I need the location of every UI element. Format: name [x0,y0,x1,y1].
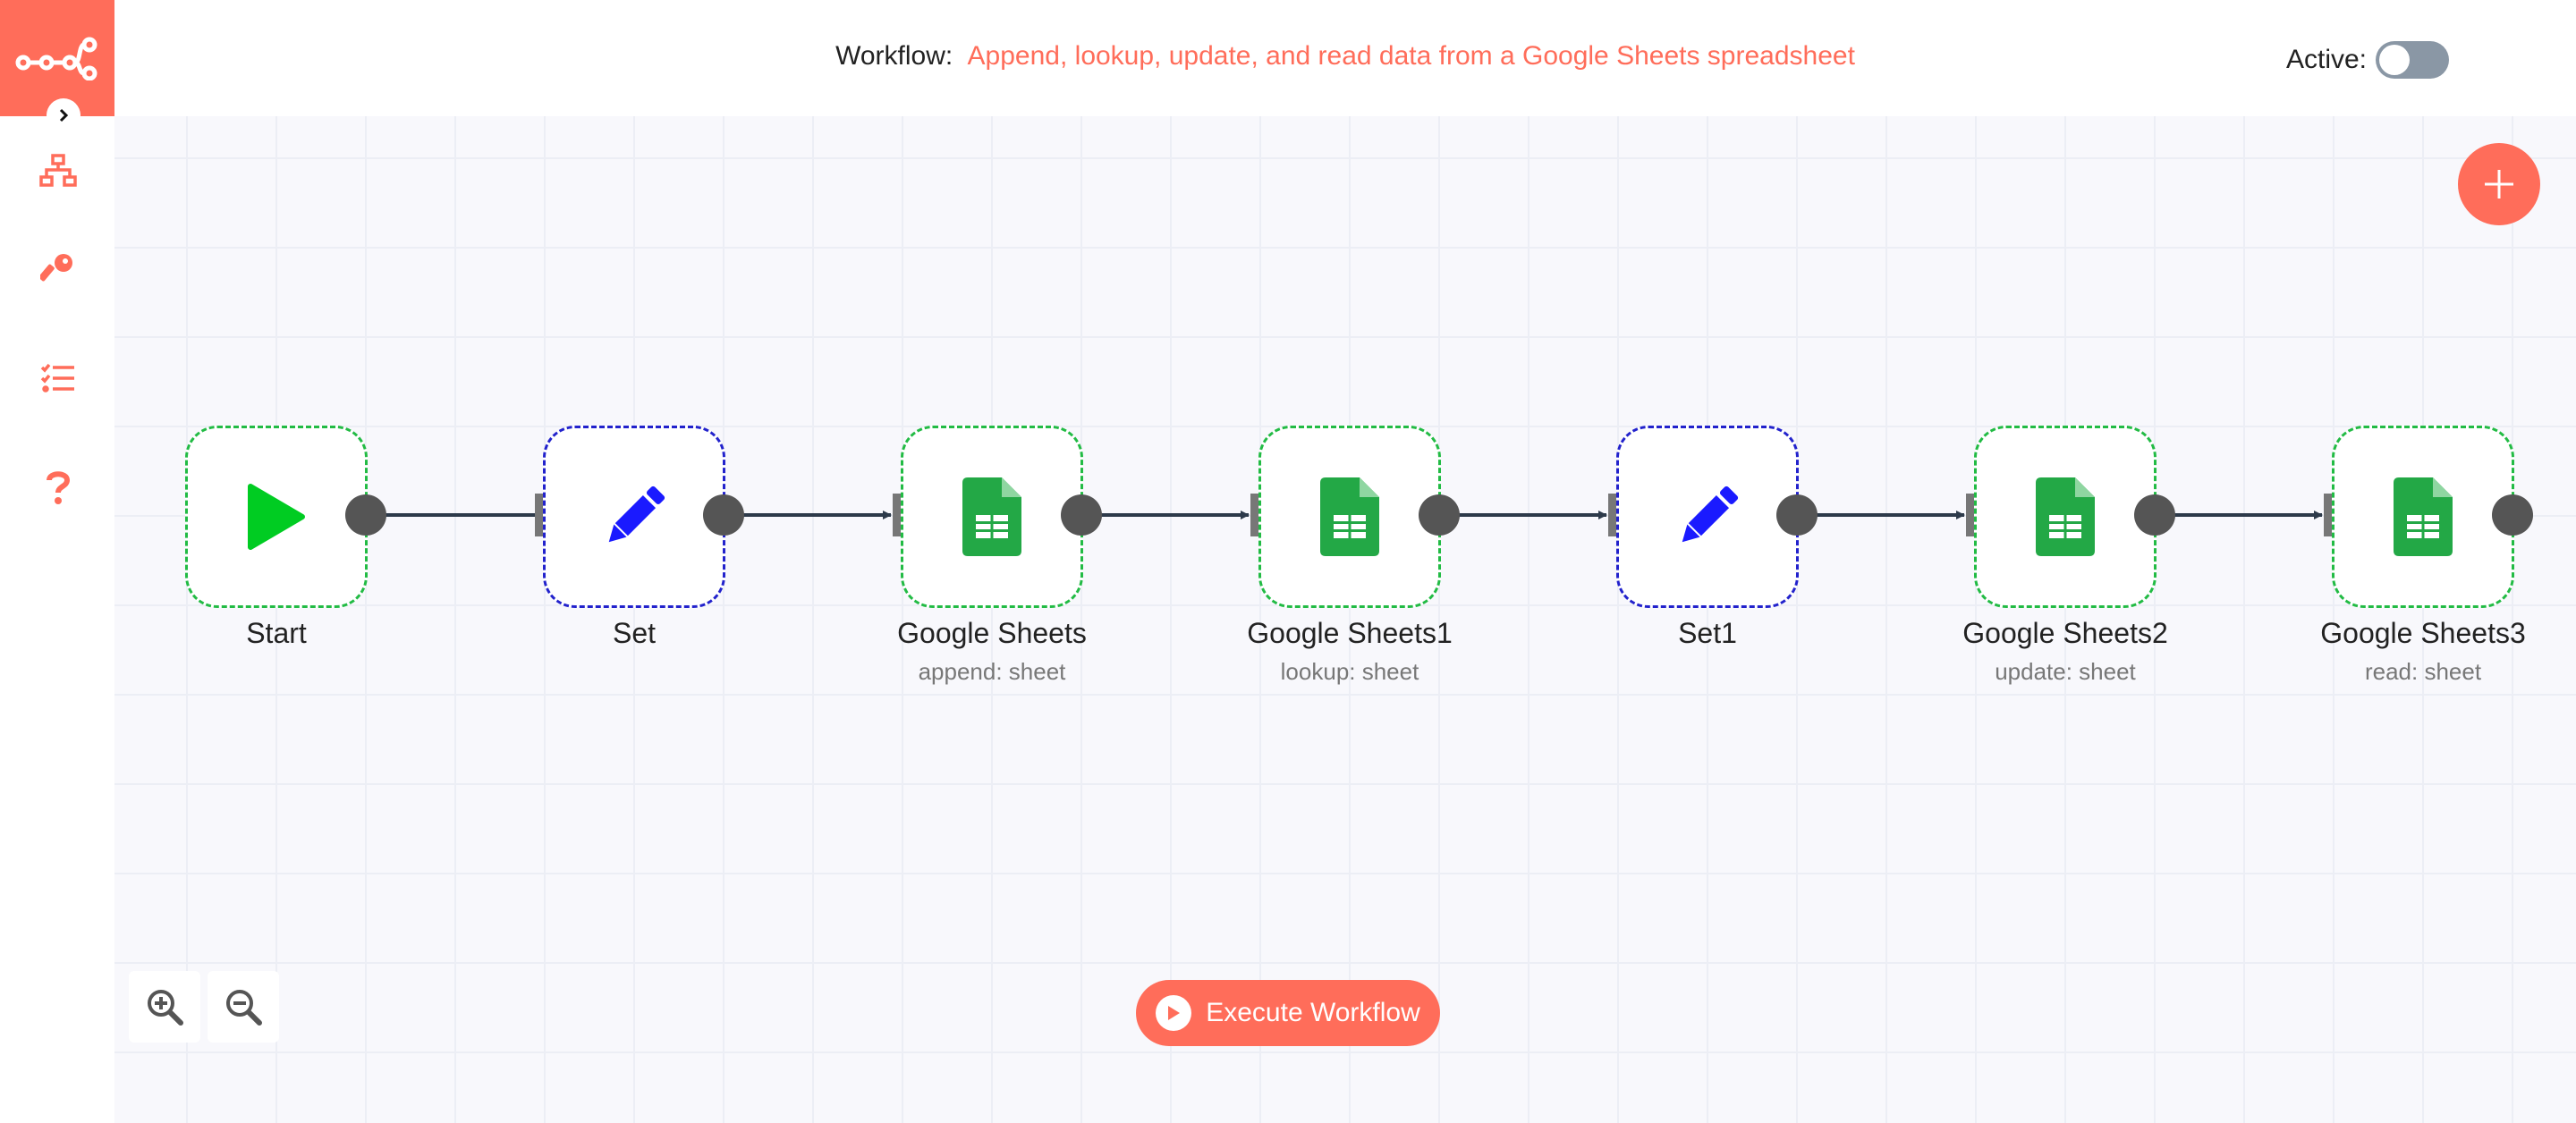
node-label: Google Sheets1 [1247,617,1453,649]
output-handle[interactable] [1776,494,1818,536]
node-set[interactable] [543,426,725,608]
node-google-sheets3[interactable] [2332,426,2514,608]
zoom-in-icon [148,990,183,1026]
chevron-right-icon [59,108,69,122]
sidebar [0,0,114,1123]
pencil-icon [608,486,665,543]
execute-workflow-button[interactable]: Execute Workflow [1136,980,1440,1046]
node-label: Google Sheets3 [2320,617,2526,649]
zoom-out-button[interactable] [208,971,279,1043]
toggle-knob [2379,45,2410,75]
add-node-button[interactable] [2458,143,2540,225]
pencil-icon [1682,486,1739,543]
sidebar-item-workflows[interactable] [36,148,80,193]
zoom-in-button[interactable] [129,971,200,1043]
network-icon [39,154,77,187]
play-circle-icon [1156,995,1192,1031]
node-google-sheets1[interactable] [1258,426,1441,608]
node-label: Set1 [1678,617,1737,649]
header: Workflow: Append, lookup, update, and re… [114,0,2576,116]
node-subtitle: read: sheet [2364,658,2482,685]
output-handle[interactable] [2492,494,2533,536]
sidebar-item-credentials[interactable] [36,247,80,291]
output-handle[interactable] [2134,494,2175,536]
node-label: Google Sheets2 [1962,617,2168,649]
node-subtitle: update: sheet [1995,658,2136,685]
node-subtitle: append: sheet [918,658,1066,685]
zoom-out-icon [226,990,262,1026]
plus-icon [2485,170,2513,198]
output-handle[interactable] [703,494,744,536]
node-label: Set [612,617,657,649]
play-icon [248,484,305,550]
active-control: Active: [2286,41,2449,79]
sidebar-item-executions[interactable] [36,356,80,401]
google-sheets-icon [2394,477,2453,556]
execute-label: Execute Workflow [1206,998,1420,1027]
node-start[interactable] [185,426,368,608]
node-label: Google Sheets [897,617,1087,649]
node-google-sheets2[interactable] [1974,426,2157,608]
node-subtitle: lookup: sheet [1280,658,1419,685]
key-icon [40,254,72,282]
question-icon [47,471,71,504]
output-handle[interactable] [345,494,386,536]
output-handle[interactable] [1419,494,1460,536]
google-sheets-icon [1320,477,1379,556]
workflow-label: Workflow: [835,41,953,71]
google-sheets-icon [962,477,1021,556]
workflow-title: Workflow: Append, lookup, update, and re… [114,41,2576,72]
active-label: Active: [2285,45,2367,74]
sidebar-item-help[interactable] [36,465,80,510]
n8n-logo[interactable] [0,0,114,116]
expand-sidebar-button[interactable] [47,98,80,132]
tasks-list-icon [40,363,74,393]
node-google-sheets[interactable] [901,426,1083,608]
output-handle[interactable] [1061,494,1102,536]
node-set1[interactable] [1616,426,1799,608]
google-sheets-icon [2036,477,2095,556]
n8n-logo-icon [15,37,97,80]
workflow-name[interactable]: Append, lookup, update, and read data fr… [967,41,1855,71]
active-toggle[interactable] [2376,41,2449,79]
node-label: Start [246,617,307,649]
workflow-canvas[interactable] [114,116,2576,1123]
